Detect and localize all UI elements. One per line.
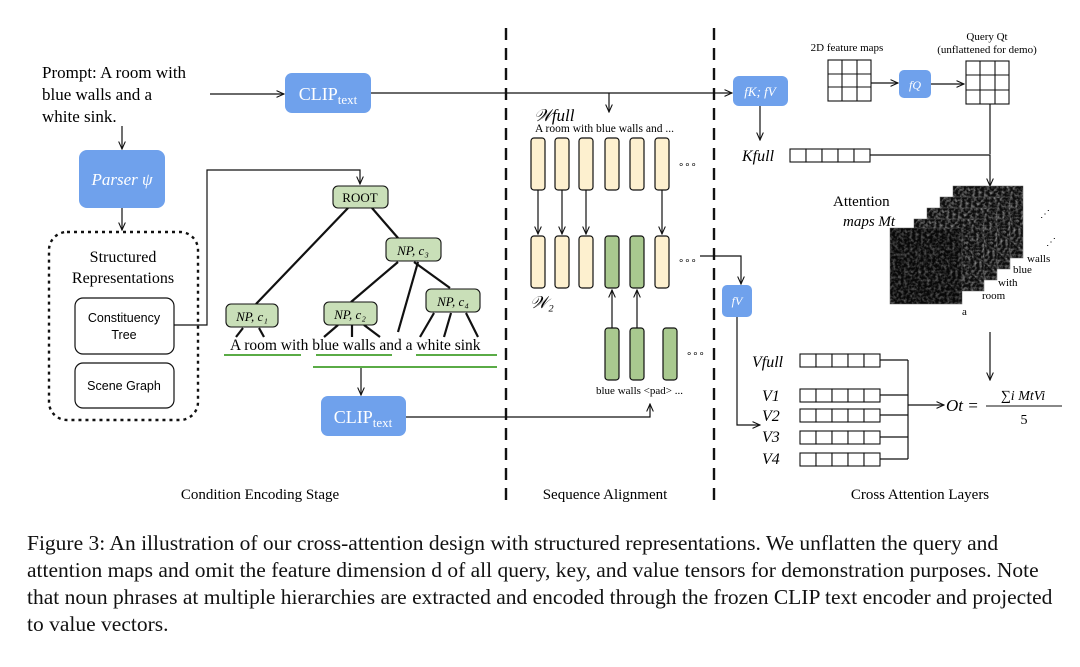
- svg-text:V2: V2: [762, 408, 780, 425]
- tree-node-np-c4: NP, c₄: [425, 288, 481, 313]
- svg-text:blue: blue: [1013, 264, 1032, 276]
- svg-text:NP, c₄: NP, c₄: [436, 294, 469, 309]
- svg-text:Tree: Tree: [111, 328, 136, 342]
- alignment-arrows-down: [538, 190, 662, 234]
- svg-text:blue walls and a: blue walls and a: [42, 85, 152, 104]
- svg-text:5: 5: [1021, 413, 1028, 428]
- parser-box: Parser ψ: [79, 150, 165, 208]
- svg-text:a: a: [962, 306, 967, 318]
- attention-label-2: maps Mt: [843, 214, 896, 230]
- svg-text:white sink.: white sink.: [42, 107, 117, 126]
- arrow-kfull-to-attention: [870, 154, 990, 186]
- svg-text:Prompt: A room with: Prompt: A room with: [42, 63, 187, 82]
- svg-text:Parser ψ: Parser ψ: [90, 170, 153, 189]
- svg-text:Vfull: Vfull: [752, 354, 784, 371]
- arrow-tree-to-root: [174, 169, 360, 326]
- clip-text-encoder-top: CLIPtext: [285, 73, 371, 113]
- output-formula: Ot = ∑i MtVi 5: [946, 389, 1062, 428]
- svg-text:∑i MtVi: ∑i MtVi: [1001, 389, 1045, 404]
- svg-text:CLIPtext: CLIPtext: [299, 84, 358, 107]
- feature-maps-label: 2D feature maps: [811, 42, 884, 54]
- svg-text:ROOT: ROOT: [342, 190, 377, 205]
- structured-representations: Structured Representations Constituency …: [47, 230, 200, 422]
- svg-text:NP, c₁: NP, c₁: [235, 309, 268, 324]
- fk-fv-box: fK; fV: [733, 76, 788, 106]
- feature-map-grid: [827, 59, 872, 102]
- tree-node-np-c1: NP, c₁: [225, 303, 279, 328]
- constituency-tree-box: Constituency Tree: [74, 297, 175, 355]
- w-full-ellipsis: ∘∘∘: [678, 160, 697, 171]
- svg-text:fK; fV: fK; fV: [744, 84, 777, 99]
- svg-text:NP, c₃: NP, c₃: [396, 243, 429, 258]
- w-full-bars: [530, 137, 670, 191]
- svg-text:fV: fV: [732, 294, 744, 308]
- tree-node-np-c2: NP, c₂: [323, 301, 378, 326]
- prompt-text: Prompt: A room with blue walls and a whi…: [42, 63, 187, 126]
- stage-label-sequence: Sequence Alignment: [543, 487, 668, 503]
- svg-text:Constituency: Constituency: [88, 311, 161, 325]
- map-dots-1: ⋰: [1040, 209, 1050, 220]
- w2-ellipsis: ∘∘∘: [678, 256, 697, 267]
- arrow-clip-to-phrase-seq: [406, 404, 650, 418]
- phrase-bars: [604, 327, 678, 381]
- svg-text:V3: V3: [762, 429, 780, 446]
- svg-text:Scene Graph: Scene Graph: [87, 379, 161, 393]
- stage-label-cross: Cross Attention Layers: [851, 487, 989, 503]
- value-labels: Vfull V1 V2 V3 V4: [752, 354, 784, 468]
- svg-text:Ot =: Ot =: [946, 396, 979, 415]
- phrase-bars-label: blue walls <pad> ...: [596, 385, 683, 397]
- arrow-fv-to-values: [736, 317, 760, 425]
- alignment-arrows-up: [612, 290, 637, 328]
- attention-maps-stack: [889, 185, 1024, 305]
- svg-text:fQ: fQ: [909, 78, 921, 92]
- fq-box: fQ: [899, 70, 931, 98]
- k-full-label: Kfull: [741, 148, 775, 165]
- fv-box: fV: [722, 285, 752, 317]
- query-sublabel: (unflattened for demo): [937, 44, 1037, 56]
- svg-text:NP, c₂: NP, c₂: [333, 307, 366, 322]
- tree-node-np-c3: NP, c₃: [385, 237, 442, 262]
- phrase-ellipsis: ∘∘∘: [686, 349, 705, 360]
- w2-label: 𝒲₂: [530, 293, 554, 312]
- svg-text:V4: V4: [762, 451, 780, 468]
- scene-graph-box: Scene Graph: [74, 362, 175, 409]
- value-vectors: [799, 353, 881, 467]
- svg-text:with: with: [998, 277, 1018, 289]
- w-full-text: A room with blue walls and ...: [535, 123, 674, 135]
- attention-label-1: Attention: [833, 194, 890, 210]
- value-merge-lines: [880, 359, 944, 460]
- map-dots-2: ⋰: [1046, 237, 1056, 248]
- stage-label-condition: Condition Encoding Stage: [181, 487, 340, 503]
- query-label: Query Qt: [966, 31, 1007, 43]
- svg-text:Structured: Structured: [90, 249, 157, 266]
- arrow-w2-to-fv: [700, 255, 741, 284]
- tree-sentence: A room with blue walls and a white sink: [230, 337, 481, 354]
- query-grid: [965, 60, 1010, 105]
- w2-bars: [530, 235, 670, 289]
- parse-tree-edges: [235, 207, 479, 338]
- architecture-diagram: Prompt: A room with blue walls and a whi…: [42, 28, 1062, 505]
- phrase-underlines: [224, 354, 497, 368]
- svg-text:CLIPtext: CLIPtext: [334, 407, 393, 430]
- clip-text-encoder-bottom: CLIPtext: [321, 396, 406, 436]
- k-full-vector: [789, 148, 871, 163]
- svg-text:V1: V1: [762, 388, 780, 405]
- map-word-labels: walls blue with room a: [962, 253, 1050, 318]
- figure-caption: Figure 3: An illustration of our cross-a…: [27, 531, 1053, 636]
- w-full-label: 𝒲full: [534, 106, 575, 125]
- svg-text:Representations: Representations: [72, 270, 174, 287]
- tree-node-root: ROOT: [332, 185, 389, 209]
- svg-text:room: room: [982, 290, 1006, 302]
- svg-text:walls: walls: [1027, 253, 1050, 265]
